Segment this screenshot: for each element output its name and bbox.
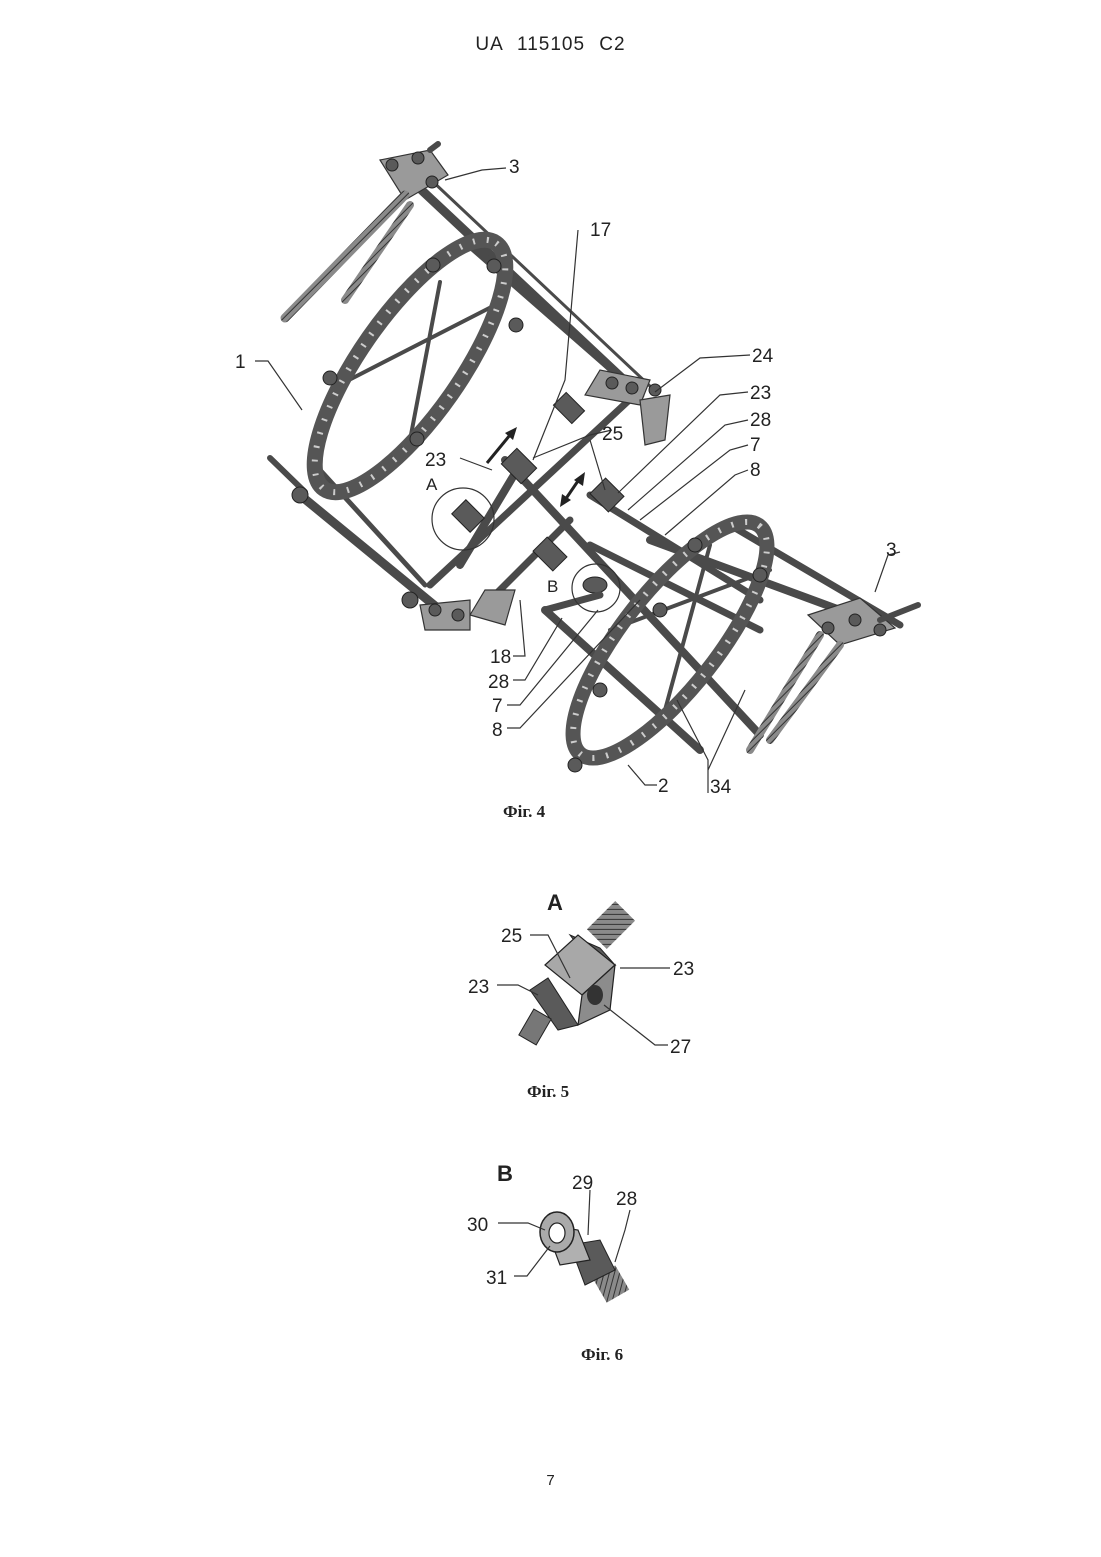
fig4-label: 17: [590, 220, 611, 241]
fig5-caption: Фіг. 5: [527, 1082, 569, 1101]
fig4-label: 8: [492, 720, 503, 741]
fig4-detail-marker: B: [547, 577, 558, 596]
fig4-detail-marker: A: [426, 475, 438, 494]
fig4-label: 24: [752, 346, 774, 367]
fig5-label: 23: [468, 977, 489, 998]
fig6-label: 30: [467, 1215, 488, 1236]
fig4-label: 28: [488, 672, 509, 693]
fig4-label: 2: [658, 776, 669, 797]
fig4-label: 23: [425, 450, 446, 471]
fig4-label: 3: [886, 540, 897, 561]
fig5-label: 23: [673, 959, 694, 980]
fig5-drawing: [497, 901, 670, 1045]
fig5-label: 25: [501, 926, 522, 947]
fig6-drawing: [498, 1190, 630, 1303]
fig4-label: 25: [602, 424, 623, 445]
fig4-label: 34: [710, 777, 732, 798]
fig6-caption: Фіг. 6: [581, 1345, 623, 1364]
fig6-title: B: [497, 1161, 513, 1186]
fig5-label: 27: [670, 1037, 691, 1058]
fig4-label: 1: [235, 352, 246, 373]
fig4-label: 8: [750, 460, 761, 481]
fig6-label: 29: [572, 1173, 593, 1194]
fig6-label: 31: [486, 1268, 507, 1289]
fig4-label: 28: [750, 410, 771, 431]
fig4-drawing: [255, 144, 918, 793]
fig6-label: 28: [616, 1189, 637, 1210]
fig4-label: 7: [492, 696, 503, 717]
fig4-label: 7: [750, 435, 761, 456]
fig4-label: 3: [509, 157, 520, 178]
page-number: 7: [0, 1472, 1101, 1489]
fig4-caption: Фіг. 4: [503, 802, 546, 821]
fig5-title: A: [547, 890, 563, 915]
fig4-label: 23: [750, 383, 771, 404]
fig4-label: 18: [490, 647, 511, 668]
